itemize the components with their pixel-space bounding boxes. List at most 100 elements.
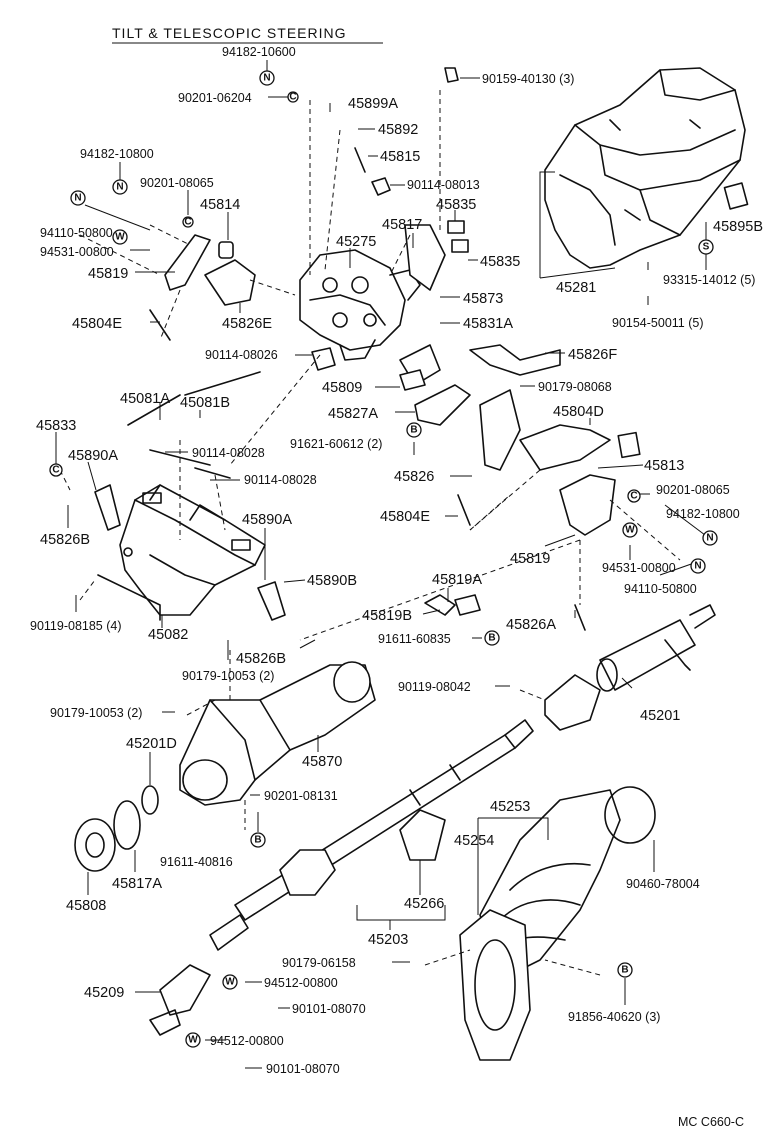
- label-45819A: 45819A: [432, 572, 482, 588]
- label-45890Aa: 45890A: [68, 448, 118, 464]
- badge-b-91611-40816: B: [250, 832, 266, 848]
- badge-b-91856-40620: B: [617, 962, 633, 978]
- upper-column-cover: [544, 67, 749, 269]
- label-45873: 45873: [463, 291, 503, 307]
- label-45201D: 45201D: [126, 736, 177, 752]
- svg-text:W: W: [225, 977, 235, 988]
- label-94110-50800a: 94110-50800: [40, 226, 113, 240]
- label-45081A: 45081A: [120, 391, 170, 407]
- label-90101-08070b: 90101-08070: [266, 1062, 340, 1076]
- label-45835a: 45835: [436, 197, 476, 213]
- label-45826B: 45826B: [40, 532, 90, 548]
- label-94512-00800b: 94512-00800: [210, 1034, 284, 1048]
- badge-c-45833: C: [49, 463, 63, 477]
- column-tube: [179, 661, 376, 806]
- label-45833: 45833: [36, 418, 76, 434]
- svg-text:B: B: [410, 425, 417, 436]
- label-45809: 45809: [322, 380, 362, 396]
- svg-text:B: B: [254, 835, 261, 846]
- label-45804D: 45804D: [553, 404, 604, 420]
- badge-c-90201-06204: C: [287, 91, 299, 103]
- bearing-rings: [74, 785, 446, 872]
- telescopic-shaft: [544, 604, 716, 731]
- label-94512-00800a: 94512-00800: [264, 976, 338, 990]
- svg-text:C: C: [184, 217, 191, 228]
- label-45826A: 45826A: [506, 617, 556, 633]
- label-45203: 45203: [368, 932, 408, 948]
- label-94182-10800a: 94182-10800: [80, 147, 154, 161]
- label-90179-06158: 90179-06158: [282, 956, 356, 970]
- label-45870: 45870: [302, 754, 342, 770]
- label-45826E: 45826E: [222, 316, 272, 332]
- svg-text:S: S: [703, 242, 710, 253]
- label-45827A: 45827A: [328, 406, 378, 422]
- label-45209: 45209: [84, 985, 124, 1001]
- badge-b-91611-60835: B: [484, 630, 500, 646]
- label-45082: 45082: [148, 627, 188, 643]
- svg-text:N: N: [74, 193, 81, 204]
- label-90179-08068: 90179-08068: [538, 380, 612, 394]
- label-45815: 45815: [380, 149, 420, 165]
- tilt-head-bracket: [299, 249, 421, 361]
- svg-text:N: N: [706, 533, 713, 544]
- badge-s-93315-14012: S: [698, 239, 714, 255]
- lower-bracket: [97, 484, 266, 621]
- label-90101-08070a: 90101-08070: [292, 1002, 366, 1016]
- svg-text:W: W: [188, 1035, 198, 1046]
- badge-c-90201-08065a: C: [182, 216, 194, 228]
- diagram-title: TILT & TELESCOPIC STEERING: [112, 25, 347, 41]
- label-45892: 45892: [378, 122, 418, 138]
- badge-w-94531-00800b: W: [622, 522, 638, 538]
- label-45281: 45281: [556, 280, 596, 296]
- svg-text:N: N: [116, 182, 123, 193]
- label-45819b: 45819: [510, 551, 550, 567]
- label-94182-10800b: 94182-10800: [666, 507, 740, 521]
- svg-text:C: C: [630, 491, 637, 502]
- label-90201-08131: 90201-08131: [264, 789, 338, 803]
- label-45895B: 45895B: [713, 219, 763, 235]
- part-labels: 94182-10600 90201-06204 90159-40130 (3) …: [30, 45, 763, 1076]
- badge-n-94182-10800b: N: [702, 530, 718, 546]
- label-90119-08185: 90119-08185 (4): [30, 619, 122, 633]
- column-boot: [459, 786, 656, 1061]
- label-94531-00800b: 94531-00800: [602, 561, 676, 575]
- badge-w-94512-00800a: W: [222, 974, 238, 990]
- label-45890Ab: 45890A: [242, 512, 292, 528]
- svg-text:B: B: [621, 965, 628, 976]
- label-90114-08028a: 90114-08028: [192, 446, 265, 460]
- label-45817A: 45817A: [112, 876, 162, 892]
- label-45804Ea: 45804E: [72, 316, 122, 332]
- diagram-code: MC C660-C: [678, 1115, 744, 1129]
- small-parts: [94, 67, 641, 631]
- label-94110-50800b: 94110-50800: [624, 582, 697, 596]
- lower-universal-joint: [149, 964, 211, 1036]
- label-45081B: 45081B: [180, 395, 230, 411]
- label-90119-08042: 90119-08042: [398, 680, 471, 694]
- badge-n-94182-10600: N: [259, 70, 275, 86]
- label-90114-08028b: 90114-08028: [244, 473, 317, 487]
- svg-text:W: W: [115, 232, 125, 243]
- label-45831A: 45831A: [463, 316, 513, 332]
- label-93315-14012: 93315-14012 (5): [663, 273, 755, 287]
- label-91611-40816: 91611-40816: [160, 855, 233, 869]
- badge-b-91621-60612: B: [406, 422, 422, 438]
- svg-text:C: C: [289, 92, 296, 103]
- label-90179-10053a: 90179-10053 (2): [182, 669, 274, 683]
- badge-w-94512-00800b: W: [185, 1032, 201, 1048]
- badge-w-94531-00800a: W: [112, 229, 128, 245]
- alignment-dashed-lines: [59, 90, 681, 976]
- label-45819a: 45819: [88, 266, 128, 282]
- badge-n-94110-50800b: N: [690, 558, 706, 574]
- label-45890B: 45890B: [307, 573, 357, 589]
- label-45819B: 45819B: [362, 608, 412, 624]
- label-94182-10600: 94182-10600: [222, 45, 296, 59]
- label-90201-06204: 90201-06204: [178, 91, 252, 105]
- label-45899A: 45899A: [348, 96, 398, 112]
- badge-n-94110-50800a: N: [70, 190, 86, 206]
- badge-n-94182-10800a: N: [112, 179, 128, 195]
- label-90201-08065b: 90201-08065: [656, 483, 730, 497]
- label-45804Eb: 45804E: [380, 509, 430, 525]
- label-45813: 45813: [644, 458, 684, 474]
- label-90201-08065a: 90201-08065: [140, 176, 214, 190]
